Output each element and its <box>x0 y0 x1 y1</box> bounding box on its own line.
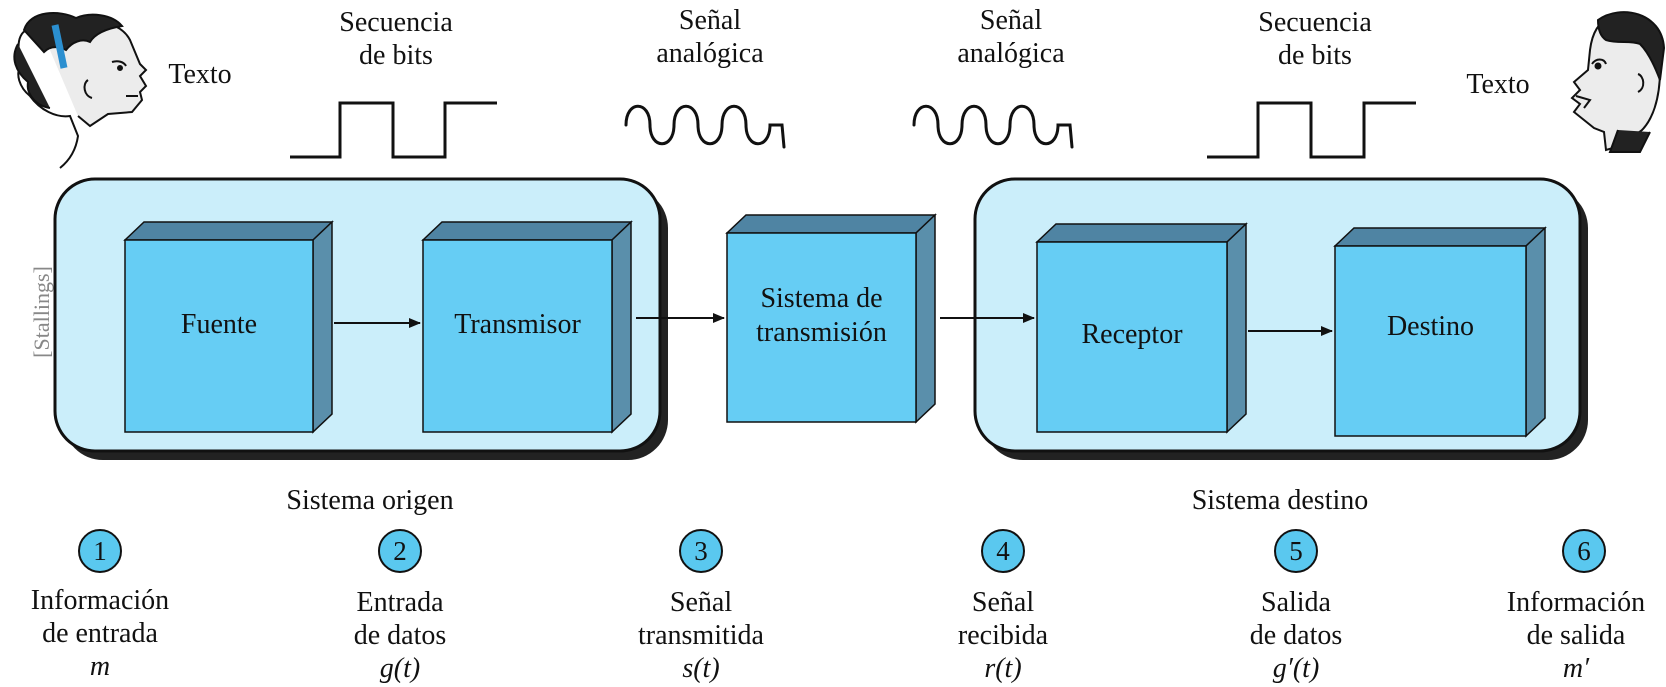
stage-caption-line2: de datos <box>353 620 447 651</box>
signal-label: Secuencia de bits <box>1235 6 1395 72</box>
credit-label: [Stallings] <box>29 266 54 358</box>
signal-label-line1: Señal <box>678 5 742 36</box>
stage-caption-line2: de salida <box>1526 620 1626 651</box>
man-listener-icon <box>1570 11 1666 153</box>
block-destino <box>1333 226 1547 438</box>
sine-wave-icon <box>912 104 1074 149</box>
signal-label-line1: Señal <box>979 5 1043 36</box>
stage-caption-line1: Señal <box>971 587 1035 618</box>
stage-caption-line2: de entrada <box>42 618 158 649</box>
square-wave-icon <box>290 101 497 159</box>
stage-caption: Señal transmitida s(t) <box>611 586 791 685</box>
signal-label-line1: Secuencia <box>339 7 453 38</box>
block-label-line1: Sistema de <box>760 283 883 314</box>
stage-caption-line1: Información <box>1506 587 1646 618</box>
signal-label-line2: de bits <box>1278 40 1352 71</box>
signal-label-line2: de bits <box>359 40 433 71</box>
signal-label: Señal analógica <box>931 4 1091 70</box>
stage-caption-line1: Salida <box>1261 587 1331 618</box>
stage-number-badge: 1 <box>78 529 122 573</box>
signal-label-line2: analógica <box>957 38 1065 69</box>
stage-caption: Salida de datos g′(t) <box>1206 586 1386 685</box>
block-label-sistema: Sistema de transmisión <box>727 282 916 350</box>
stage-number-badge: 2 <box>378 529 422 573</box>
signal-label-line1: Secuencia <box>1258 7 1372 38</box>
stage-symbol: s(t) <box>682 653 720 684</box>
stage-number-badge: 5 <box>1274 529 1318 573</box>
stage-caption: Información de entrada m <box>10 584 190 683</box>
stage-number-badge: 6 <box>1562 529 1606 573</box>
system-label-destination: Sistema destino <box>1191 485 1369 516</box>
block-receptor <box>1035 222 1248 434</box>
stage-number-badge: 4 <box>981 529 1025 573</box>
stage-symbol: r(t) <box>984 653 1022 684</box>
stage-symbol: g(t) <box>379 653 421 684</box>
stage-caption-line1: Entrada <box>356 587 444 618</box>
woman-speaker-icon <box>13 12 148 169</box>
stage-symbol: g′(t) <box>1272 653 1320 684</box>
sine-wave-icon <box>624 104 786 149</box>
block-fuente <box>123 220 334 434</box>
stage-symbol: m′ <box>1562 653 1590 684</box>
stage-caption-line2: de datos <box>1249 620 1343 651</box>
signal-label-line2: analógica <box>656 38 764 69</box>
block-label-transmisor: Transmisor <box>454 309 581 340</box>
block-label-destino: Destino <box>1386 311 1475 342</box>
block-label-fuente: Fuente <box>180 309 258 340</box>
signal-label: Secuencia de bits <box>316 6 476 72</box>
block-transmisor <box>421 220 633 434</box>
stage-number-badge: 3 <box>679 529 723 573</box>
stage-symbol: m <box>89 651 111 682</box>
stage-caption: Entrada de datos g(t) <box>310 586 490 685</box>
stage-caption: Información de salida m′ <box>1488 586 1664 685</box>
square-wave-icon <box>1207 101 1416 159</box>
stage-caption-line2: transmitida <box>638 620 764 651</box>
block-label-line2: transmisión <box>756 317 887 348</box>
stage-caption-line1: Señal <box>669 587 733 618</box>
stage-caption-line1: Información <box>30 585 170 616</box>
block-label-receptor: Receptor <box>1081 319 1183 350</box>
stage-caption: Señal recibida r(t) <box>913 586 1093 685</box>
block-sistema-transmision <box>725 213 937 424</box>
text-label-right: Texto <box>1466 69 1530 100</box>
signal-label: Señal analógica <box>630 4 790 70</box>
system-label-origin: Sistema origen <box>286 485 454 516</box>
text-label-left: Texto <box>168 59 232 90</box>
stage-caption-line2: recibida <box>957 620 1049 651</box>
